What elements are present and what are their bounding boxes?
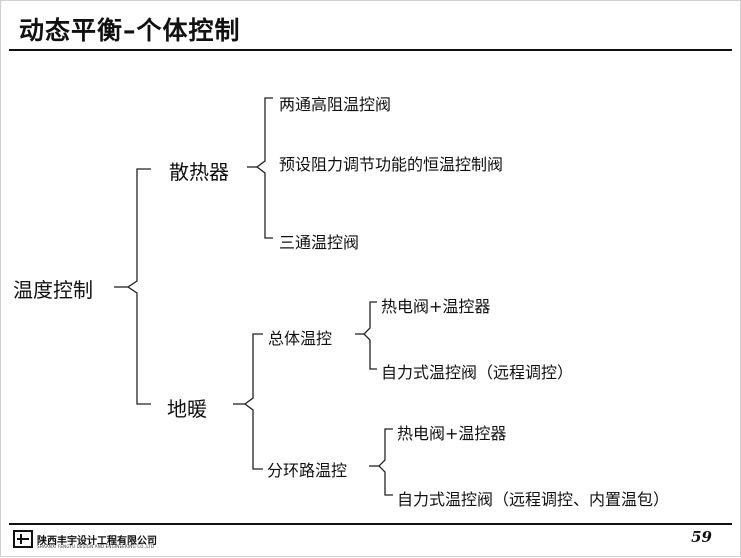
- node-loop-control: 分环路温控: [267, 461, 348, 480]
- overall-item-1: 热电阀+温控器: [381, 297, 491, 316]
- root-bracket: [126, 168, 151, 405]
- loop-item-1: 热电阀+温控器: [397, 424, 507, 443]
- radiator-bracket: [255, 97, 273, 239]
- overall-item-2: 自力式温控阀（远程调控）: [381, 363, 574, 382]
- slide-title: 动态平衡–个体控制: [19, 16, 241, 45]
- company-name: 陕西丰宇设计工程有限公司: [37, 536, 157, 547]
- company-logo-icon: [13, 530, 33, 548]
- overall-bracket: [363, 301, 377, 370]
- title-underline: [9, 49, 732, 51]
- radiator-item-2: 预设阻力调节功能的恒温控制阀: [279, 155, 504, 174]
- node-temperature-control: 温度控制: [13, 278, 93, 302]
- node-floor-heating: 地暖: [167, 397, 207, 421]
- floor-bracket: [243, 333, 263, 470]
- radiator-item-1: 两通高阻温控阀: [279, 95, 392, 114]
- loop-item-2: 自力式温控阀（远程调控、内置温包）: [397, 490, 670, 509]
- node-radiator: 散热器: [169, 160, 229, 184]
- company-name-en: SHAANXI FENGYU DESIGN AND ENGINEERING CO…: [37, 544, 155, 549]
- node-overall-control: 总体温控: [268, 329, 333, 348]
- loop-bracket: [378, 428, 393, 496]
- footer-rule: [9, 523, 732, 525]
- radiator-item-3: 三通温控阀: [279, 233, 360, 252]
- page-number: 59: [691, 528, 712, 546]
